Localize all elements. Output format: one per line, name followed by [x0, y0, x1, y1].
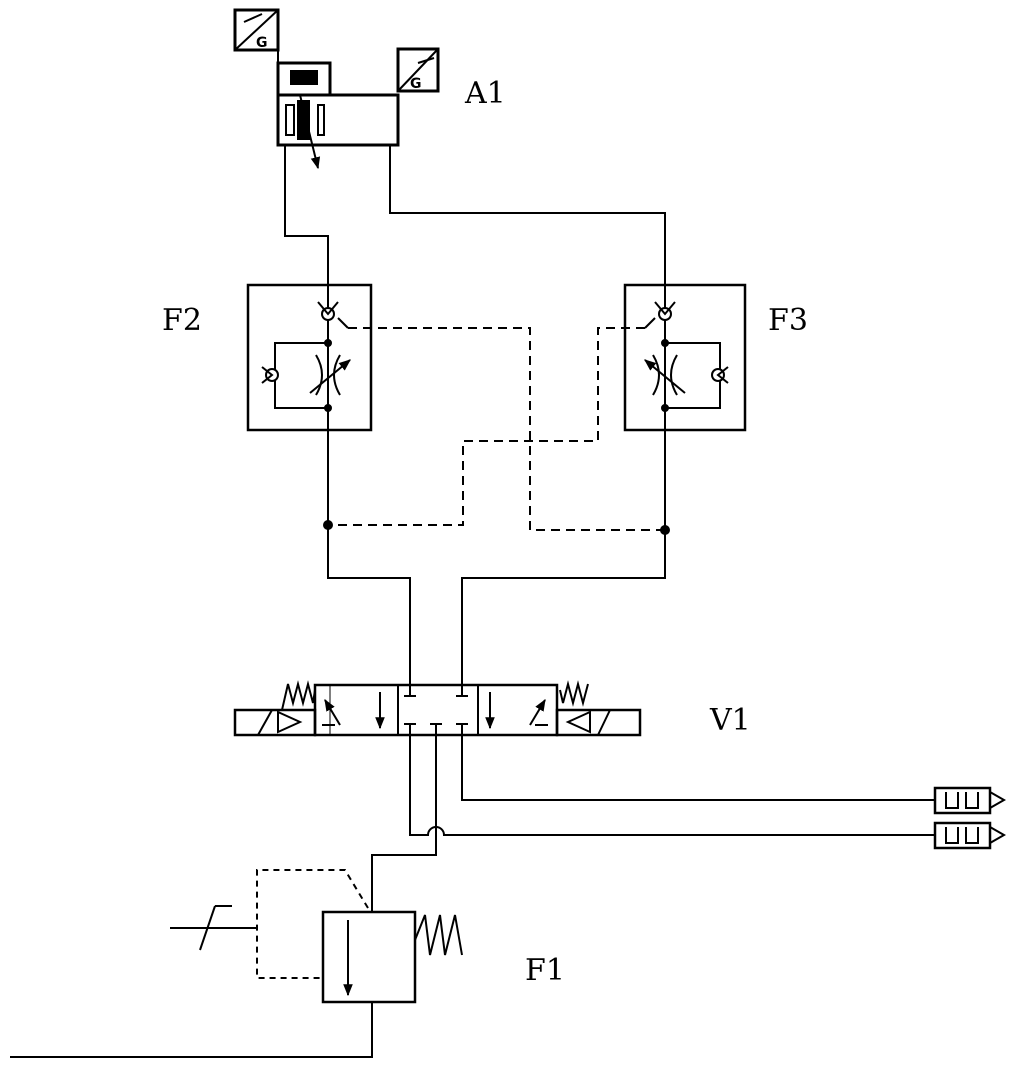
pipe-supply-inlet — [10, 1002, 373, 1058]
gauge-left-g: G — [256, 35, 268, 51]
pipe-v1-to-f1 — [371, 735, 437, 912]
pipe-f2-to-v1 — [327, 430, 411, 685]
flow-control-valve-f3 — [623, 283, 747, 432]
pilot-lines — [328, 327, 665, 531]
gauge-right-icon: G — [396, 47, 440, 93]
label-f2: F2 — [162, 303, 202, 338]
label-v1: V1 — [709, 703, 751, 738]
pipe-v1-exhaust-bottom — [409, 735, 935, 836]
sensor-a1-unit: G G — [233, 8, 440, 170]
pipe-a1-to-f3 — [389, 145, 666, 285]
flow-control-valve-f2 — [246, 283, 373, 432]
silencer-top-icon — [933, 786, 1007, 815]
pipe-v1-exhaust-top — [461, 735, 935, 801]
pipe-a1-to-f2 — [284, 145, 329, 285]
label-f3: F3 — [768, 303, 808, 338]
label-a1: A1 — [464, 76, 506, 111]
pipe-f3-to-v1 — [461, 430, 666, 685]
pressure-valve-f1 — [170, 869, 463, 1004]
label-f1: F1 — [525, 953, 565, 988]
gauge-right-g: G — [410, 76, 422, 92]
directional-valve-v1 — [233, 680, 642, 737]
silencer-bottom-icon — [933, 821, 1007, 850]
gauge-left-icon: G — [233, 8, 280, 52]
